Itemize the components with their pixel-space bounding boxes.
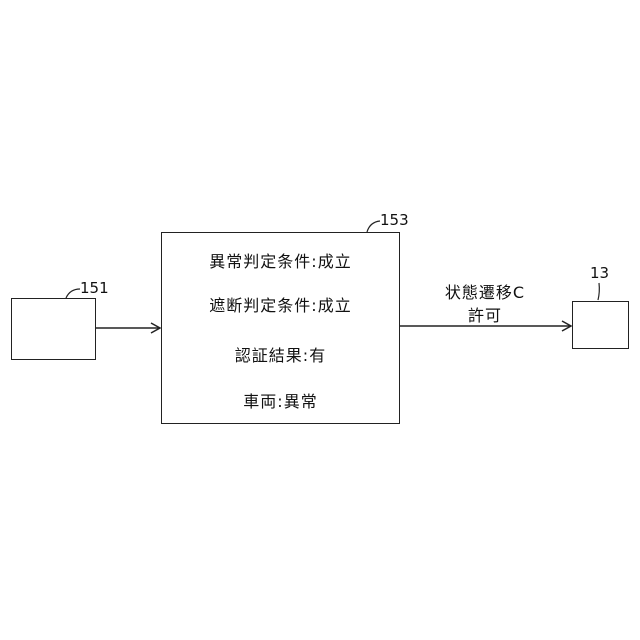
ref-label-151: 151 <box>80 279 109 297</box>
block-151 <box>11 298 96 360</box>
leader-151 <box>66 289 80 298</box>
condition-cutoff: 遮断判定条件:成立 <box>161 292 400 316</box>
condition-abnormality: 異常判定条件:成立 <box>161 248 400 272</box>
condition-list: 異常判定条件:成立 遮断判定条件:成立 認証結果:有 車両:異常 <box>161 232 400 424</box>
condition-authentication: 認証結果:有 <box>161 342 400 366</box>
leader-13 <box>598 283 599 300</box>
condition-vehicle: 車両:異常 <box>161 388 400 412</box>
arrow-label-line1: 状態遷移C <box>400 279 570 303</box>
block-13 <box>572 301 629 349</box>
ref-label-153: 153 <box>380 211 409 229</box>
ref-label-13: 13 <box>590 264 609 282</box>
arrow-label-line2: 許可 <box>400 302 570 326</box>
leader-153 <box>367 221 380 232</box>
